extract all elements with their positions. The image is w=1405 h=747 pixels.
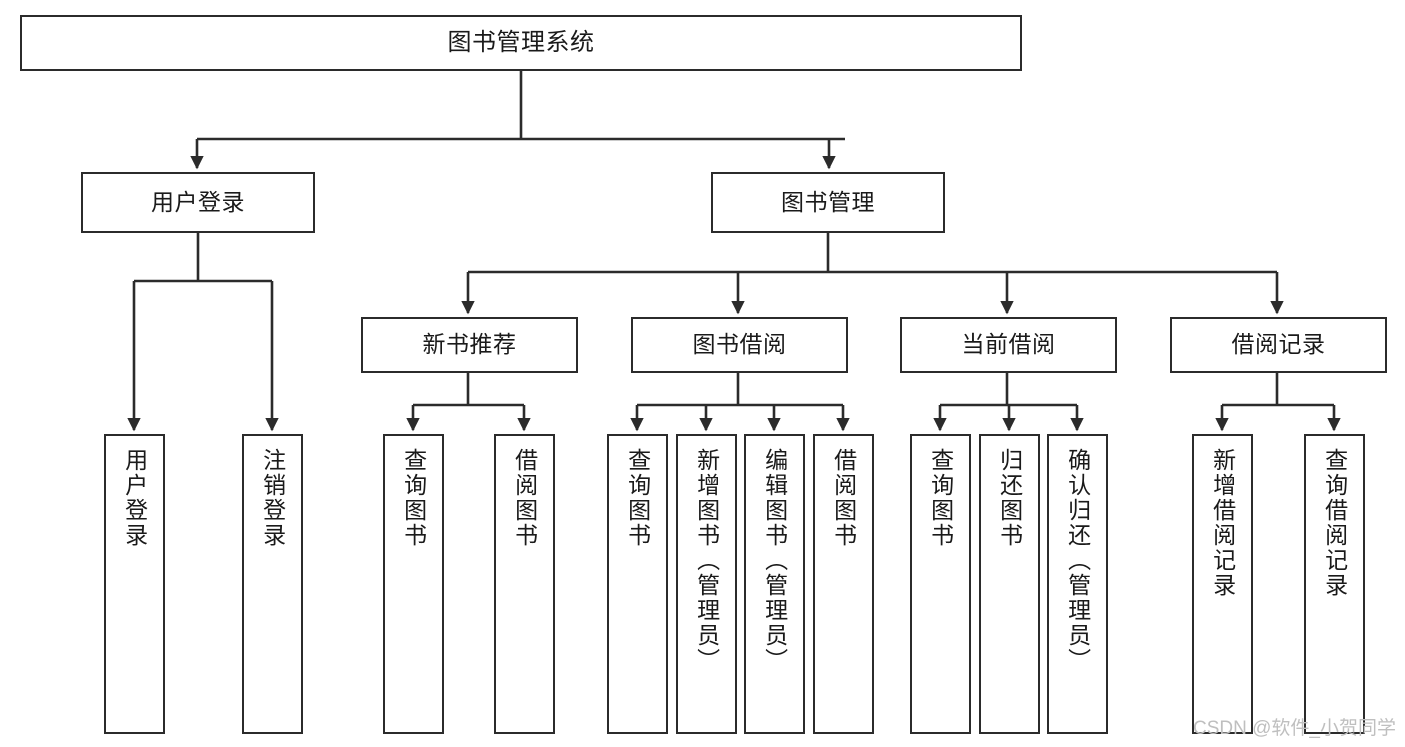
node-borrow-record[interactable]: 借阅记录 <box>1170 317 1387 373</box>
node-root-label: 图书管理系统 <box>447 28 595 56</box>
node-leaf-logout-login-label: 注销登录 <box>259 448 286 548</box>
node-leaf-return-book[interactable]: 归还图书 <box>979 434 1040 734</box>
node-leaf-edit-book[interactable]: 编辑图书（管理员） <box>744 434 805 734</box>
node-leaf-logout-login[interactable]: 注销登录 <box>242 434 303 734</box>
node-leaf-user-login[interactable]: 用户登录 <box>104 434 165 734</box>
node-leaf-add-book-label: 新增图书（管理员） <box>693 448 720 673</box>
node-new-book-recommend-label: 新书推荐 <box>422 331 517 358</box>
node-leaf-query-book-1[interactable]: 查询图书 <box>383 434 444 734</box>
node-root[interactable]: 图书管理系统 <box>20 15 1022 71</box>
node-leaf-borrow-book-1[interactable]: 借阅图书 <box>494 434 555 734</box>
watermark-text: CSDN @软件_小贺同学 <box>1193 718 1396 739</box>
node-leaf-query-borrow-record[interactable]: 查询借阅记录 <box>1304 434 1365 734</box>
node-leaf-edit-book-label: 编辑图书（管理员） <box>761 448 788 673</box>
node-current-borrow-label: 当前借阅 <box>961 331 1056 358</box>
node-leaf-confirm-return[interactable]: 确认归还（管理员） <box>1047 434 1108 734</box>
node-leaf-query-book-3-label: 查询图书 <box>927 448 954 548</box>
node-borrow-record-label: 借阅记录 <box>1231 331 1326 358</box>
node-book-borrow-label: 图书借阅 <box>692 331 787 358</box>
node-book-borrow[interactable]: 图书借阅 <box>631 317 848 373</box>
node-new-book-recommend[interactable]: 新书推荐 <box>361 317 578 373</box>
node-leaf-borrow-book-2[interactable]: 借阅图书 <box>813 434 874 734</box>
node-leaf-confirm-return-label: 确认归还（管理员） <box>1064 448 1091 673</box>
node-user-login-label: 用户登录 <box>151 188 245 215</box>
node-leaf-query-book-2[interactable]: 查询图书 <box>607 434 668 734</box>
node-leaf-query-book-1-label: 查询图书 <box>400 448 427 548</box>
node-current-borrow[interactable]: 当前借阅 <box>900 317 1117 373</box>
node-leaf-query-borrow-record-label: 查询借阅记录 <box>1321 448 1348 598</box>
node-book-management[interactable]: 图书管理 <box>711 172 945 233</box>
node-leaf-query-book-2-label: 查询图书 <box>624 448 651 548</box>
node-leaf-user-login-label: 用户登录 <box>121 448 148 548</box>
node-leaf-add-borrow-record-label: 新增借阅记录 <box>1209 448 1236 598</box>
node-book-management-label: 图书管理 <box>781 188 875 215</box>
node-leaf-borrow-book-1-label: 借阅图书 <box>511 448 538 548</box>
node-user-login[interactable]: 用户登录 <box>81 172 315 233</box>
node-leaf-add-borrow-record[interactable]: 新增借阅记录 <box>1192 434 1253 734</box>
node-leaf-borrow-book-2-label: 借阅图书 <box>830 448 857 548</box>
node-leaf-add-book[interactable]: 新增图书（管理员） <box>676 434 737 734</box>
node-leaf-return-book-label: 归还图书 <box>996 448 1023 548</box>
node-leaf-query-book-3[interactable]: 查询图书 <box>910 434 971 734</box>
